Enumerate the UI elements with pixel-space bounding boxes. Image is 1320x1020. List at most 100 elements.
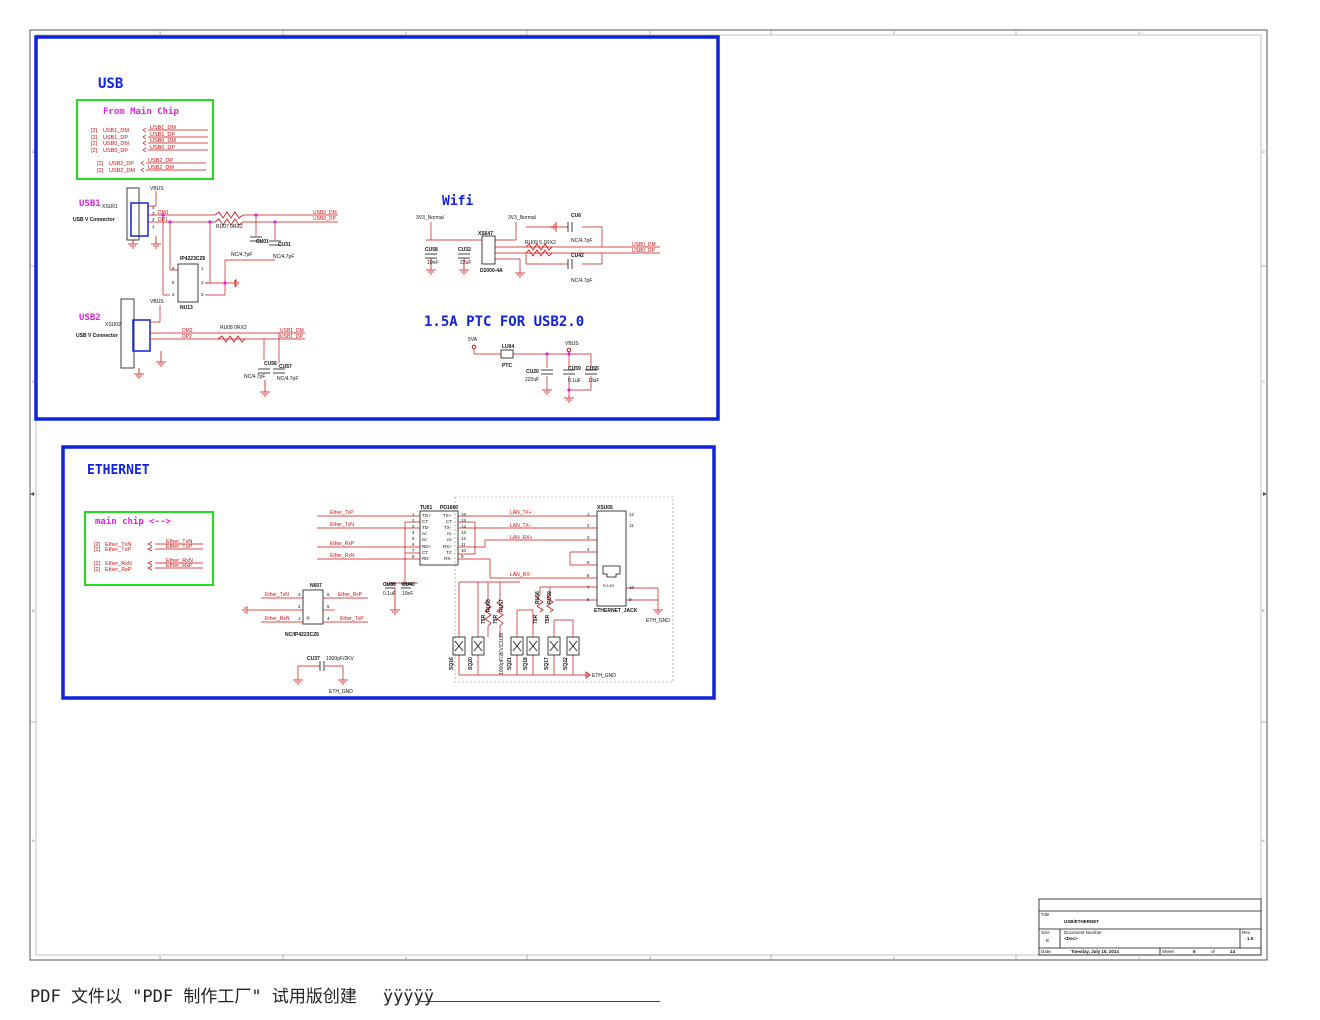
net-label: Ether_RxN xyxy=(166,558,193,564)
pin-name: RX- xyxy=(444,556,452,561)
pin-name: TX+ xyxy=(443,513,452,518)
title-label: Title xyxy=(1041,912,1050,917)
border-labels: 5 4 3 2 1 5 4 3 2 1 D C B A D C B A xyxy=(32,30,1265,960)
pin-num: 7 xyxy=(587,585,590,590)
cu20-label: CU20 xyxy=(526,369,539,375)
r-value: 75R xyxy=(493,614,499,624)
usb1-connector-body xyxy=(126,187,140,241)
ru60-label: RU60 xyxy=(486,599,492,612)
doc-number-value: <Doc> xyxy=(1064,936,1078,941)
r-value: 75R xyxy=(481,614,487,624)
pin-num: 1 xyxy=(152,224,155,229)
cu01-capacitor xyxy=(250,236,281,246)
resistor-labels: RU60 RU57 RU56 RU59 75R 75R 75R 75R xyxy=(481,591,553,624)
ref-label: [2] xyxy=(91,141,98,147)
r-value: 75R xyxy=(533,614,539,624)
date-label: Date: xyxy=(1041,949,1052,954)
border-num: 2 xyxy=(893,955,896,960)
net-label: Ether_TxN xyxy=(265,592,289,598)
ref-label: [2] xyxy=(97,168,104,174)
outer-border xyxy=(29,29,1268,961)
cu42-value: NC/4.7pF xyxy=(571,278,592,284)
sq-label: SQ17 xyxy=(544,657,550,670)
border-letter: C xyxy=(32,379,35,384)
sq-label: SQ16 xyxy=(449,657,455,670)
usb1-ref: XSU01 xyxy=(102,204,118,210)
pin-num: 2 xyxy=(152,217,155,222)
net-label: Ether_TxP xyxy=(105,547,131,553)
footer-signature[interactable]: ÿÿÿÿÿ xyxy=(382,987,435,1007)
net-label: Ether_RxP xyxy=(105,567,132,573)
net-label: Ether_RxP xyxy=(338,592,363,598)
vbus-label: VBUS xyxy=(150,186,164,192)
border-letter: A xyxy=(1262,838,1265,843)
ground-icon xyxy=(653,609,663,615)
ip4223-part: IP4223CZ6 xyxy=(180,256,206,262)
pin-name: TD+ xyxy=(422,513,431,518)
lan-wires xyxy=(458,515,659,676)
cu31-label: CU31 xyxy=(278,242,291,248)
net-label: Ether_TxP xyxy=(340,616,364,622)
pin-num: 11 xyxy=(461,542,466,547)
net-usb1-dp: USB1_DP xyxy=(280,334,303,340)
net-label: Ether_TxP xyxy=(166,544,192,550)
wifi-3v3-label: 3V3_Normal xyxy=(416,215,444,221)
cu31-value: NC/4.7pF xyxy=(273,254,294,260)
ru57-label: RU57 xyxy=(499,599,505,612)
cu40-value: 10nF xyxy=(402,591,413,597)
pin-name: nc xyxy=(447,531,453,536)
cu37-value: 1000pF/2KV xyxy=(326,656,354,662)
net-label: LAN_RX- xyxy=(510,572,531,578)
ethernet-dashed-group xyxy=(454,496,674,683)
xsu05-part: ETHERNET_JACK xyxy=(594,608,638,614)
net-label: USB0_DP xyxy=(103,148,128,154)
pin-name: CT xyxy=(422,550,428,555)
pin-num: 5 xyxy=(172,280,175,285)
dm1-label: DM1 xyxy=(158,210,169,216)
pin-num: 5 xyxy=(587,560,590,565)
net-label: USB1_DM xyxy=(150,125,176,131)
surge-protectors xyxy=(452,636,580,656)
net-label: LAN_TX- xyxy=(510,523,531,529)
ptc-caps xyxy=(541,369,597,375)
usb2-ref: XSU02 xyxy=(105,322,121,328)
pin-name: CT xyxy=(422,519,428,524)
dm2-label: DM2 xyxy=(182,328,193,334)
cu39-value: 0.1uF xyxy=(383,591,396,597)
n607-ic xyxy=(302,589,324,625)
sq-label: SQ20 xyxy=(468,657,474,670)
cu56-value: NC/4.7pF xyxy=(244,374,265,380)
pin-num: 2 xyxy=(298,604,301,609)
vbus-label: VBUS xyxy=(150,299,164,305)
cu58-label: CU58 xyxy=(425,247,438,253)
pin-num: 4 xyxy=(172,292,175,297)
pin-num: 9 xyxy=(629,597,632,602)
cu39-label: CU39 xyxy=(383,582,396,588)
ru07-label: RU07 0RX2 xyxy=(216,224,243,230)
power-port-icon xyxy=(566,347,572,353)
net-label: USB2_DM xyxy=(148,165,174,171)
usb1-wires xyxy=(148,191,338,296)
jack-pins: 1 2 3 4 5 6 7 8 12 11 10 9 xyxy=(587,512,635,602)
date-value: Tuesday, July 15, 2014 xyxy=(1071,949,1119,954)
cu37-label: CU37 xyxy=(307,656,320,662)
pin-name: TC xyxy=(446,550,453,555)
ref-label: [2] xyxy=(91,148,98,154)
border-letter: D xyxy=(1262,149,1265,154)
cu55-value: 10uF xyxy=(588,378,599,384)
pin-num: 5 xyxy=(412,536,415,541)
border-num: 3 xyxy=(649,30,652,35)
5va-label: 5VA xyxy=(468,337,478,343)
xs647-part-label: D2000-4A xyxy=(480,268,503,274)
net-label: USB2_DP xyxy=(148,158,173,164)
usb-main-wires xyxy=(140,127,208,173)
ru08-resistor xyxy=(217,335,246,343)
usb2-connector xyxy=(132,319,151,352)
ground-icon xyxy=(426,222,557,278)
ground-icon xyxy=(293,679,348,685)
sq-label: SQ18 xyxy=(523,657,529,670)
border-marker-icon xyxy=(30,492,34,496)
cu37-capacitor xyxy=(319,661,325,671)
eth-left-wires xyxy=(317,515,420,584)
pin-num: 3 xyxy=(152,211,155,216)
